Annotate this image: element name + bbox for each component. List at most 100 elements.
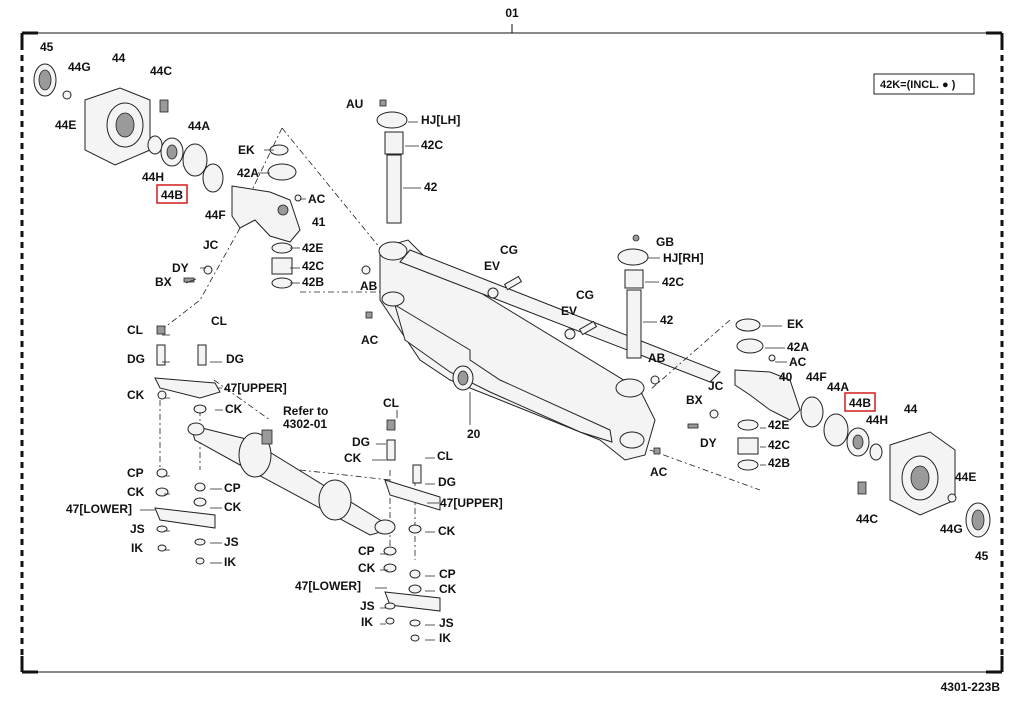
label-42E: 42E <box>302 241 323 255</box>
label-AC-b: AC <box>361 333 379 347</box>
label-42C-b: 42C <box>421 138 443 152</box>
label-JS-c: JS <box>360 599 375 613</box>
label-42B-b: 42B <box>768 456 790 470</box>
label-EK: EK <box>238 143 255 157</box>
label-HJ-RH: HJ[RH] <box>663 251 704 265</box>
label-CG: CG <box>500 243 518 257</box>
label-AU: AU <box>346 97 363 111</box>
left-steering-links <box>154 325 221 565</box>
label-AC-c: AC <box>650 465 668 479</box>
label-CK-b: CK <box>225 402 243 416</box>
label-42A: 42A <box>237 166 259 180</box>
kingpin-left-42 <box>361 99 408 319</box>
label-45: 45 <box>40 40 54 54</box>
label-CL-d: CL <box>437 449 453 463</box>
label-DG-d: DG <box>438 475 456 489</box>
label-44A-b: 44A <box>827 380 849 394</box>
label-CK-e: CK <box>344 451 362 465</box>
label-HJ-LH: HJ[LH] <box>421 113 460 127</box>
legend-note: 42K=(INCL. ● ) <box>873 73 975 95</box>
axle-beam-20 <box>378 239 721 461</box>
label-44F-b: 44F <box>806 370 827 384</box>
highlight-44B-left <box>156 184 188 204</box>
right-steering-links <box>383 419 441 642</box>
left-hub-assembly <box>33 63 297 193</box>
label-42A-b: 42A <box>787 340 809 354</box>
label-47-upper-b: 47[UPPER] <box>440 496 503 510</box>
label-44G-b: 44G <box>940 522 963 536</box>
label-CK-d: CK <box>224 500 242 514</box>
label-44H: 44H <box>142 170 164 184</box>
label-44B: 44B <box>161 188 183 202</box>
drawing-number: 4301-223B <box>941 680 1001 694</box>
label-AC: AC <box>308 192 326 206</box>
label-44F: 44F <box>205 208 226 222</box>
label-CL-c: CL <box>383 396 399 410</box>
label-44E-b: 44E <box>955 470 976 484</box>
label-42C: 42C <box>302 259 324 273</box>
label-41: 41 <box>312 215 326 229</box>
page-number: 01 <box>505 6 519 20</box>
label-CP: CP <box>127 466 144 480</box>
label-EV: EV <box>484 259 500 273</box>
refer-note-2: 4302-01 <box>283 417 327 431</box>
label-CP-b: CP <box>224 481 241 495</box>
label-20: 20 <box>467 427 481 441</box>
right-hub-assembly <box>800 396 991 538</box>
label-44-b: 44 <box>904 402 918 416</box>
highlight-44B-right <box>844 392 876 412</box>
label-BX: BX <box>155 275 172 289</box>
label-47-lower-b: 47[LOWER] <box>295 579 361 593</box>
label-44C-b: 44C <box>856 512 878 526</box>
label-42-b: 42 <box>660 313 674 327</box>
label-DG-c: DG <box>352 435 370 449</box>
drawing-frame <box>20 24 1004 674</box>
part-labels: 45 44 44G 44C 44E 44A 44H 44B 44F EK 42A… <box>40 40 989 645</box>
left-knuckle-41 <box>183 185 302 289</box>
label-JS-d: JS <box>439 616 454 630</box>
label-JS: JS <box>130 522 145 536</box>
label-CP-d: CP <box>439 567 456 581</box>
right-knuckle-40 <box>687 318 801 471</box>
label-45-b: 45 <box>975 549 989 563</box>
label-CK-c: CK <box>127 485 145 499</box>
label-GB: GB <box>656 235 674 249</box>
label-CL-b: CL <box>211 314 227 328</box>
label-44: 44 <box>112 51 126 65</box>
label-42E-b: 42E <box>768 418 789 432</box>
label-CP-c: CP <box>358 544 375 558</box>
svg-text:42K=(INCL. ● ): 42K=(INCL. ● ) <box>880 79 956 91</box>
steering-cylinder <box>187 422 396 536</box>
label-44H-b: 44H <box>866 413 888 427</box>
label-42C-d: 42C <box>768 438 790 452</box>
label-JC: JC <box>203 238 219 252</box>
label-47-lower: 47[LOWER] <box>66 502 132 516</box>
label-IK-d: IK <box>439 631 451 645</box>
label-EK-b: EK <box>787 317 804 331</box>
label-44C: 44C <box>150 64 172 78</box>
center-bolts <box>487 275 598 340</box>
label-40: 40 <box>779 370 793 384</box>
label-DG: DG <box>127 352 145 366</box>
label-44A: 44A <box>188 119 210 133</box>
label-CK-f: CK <box>438 524 456 538</box>
refer-note-1: Refer to <box>283 404 328 418</box>
label-44B-b: 44B <box>849 396 871 410</box>
label-CK: CK <box>127 388 145 402</box>
label-DG-b: DG <box>226 352 244 366</box>
label-CK-h: CK <box>439 582 457 596</box>
label-42B: 42B <box>302 275 324 289</box>
kingpin-right-42 <box>617 234 661 455</box>
label-JC-b: JC <box>708 379 724 393</box>
label-44E: 44E <box>55 118 76 132</box>
label-IK-c: IK <box>361 615 373 629</box>
label-44G: 44G <box>68 60 91 74</box>
label-CG-b: CG <box>576 288 594 302</box>
label-CL: CL <box>127 323 143 337</box>
label-AB: AB <box>360 279 378 293</box>
label-DY-b: DY <box>700 436 717 450</box>
label-AC-d: AC <box>789 355 807 369</box>
label-47-upper: 47[UPPER] <box>224 381 287 395</box>
label-42C-c: 42C <box>662 275 684 289</box>
